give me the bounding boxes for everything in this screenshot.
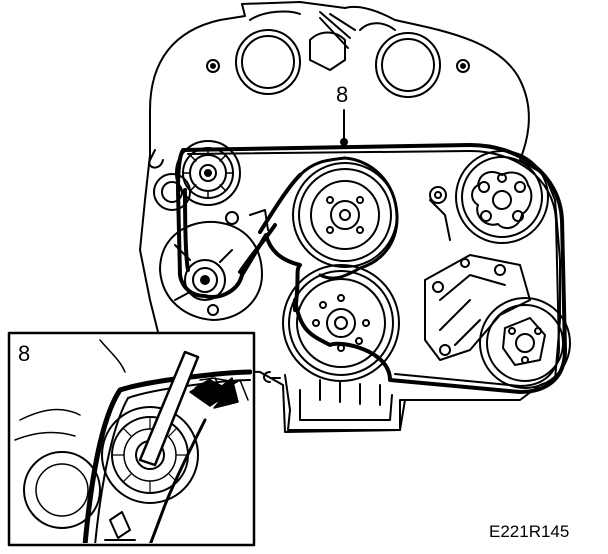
timing-cover-ports: [206, 29, 470, 98]
callout-number-inset: 8: [18, 341, 31, 366]
crankshaft-pulley: [282, 264, 400, 382]
water-pump-pulley: [292, 162, 398, 268]
callout-leader-main: [340, 109, 348, 146]
oil-pan: [263, 371, 421, 431]
callout-number-main: 8: [336, 82, 349, 107]
power-steering-pump-pulley: [455, 150, 549, 244]
ac-compressor-pulley: [479, 297, 571, 389]
figure-reference-code: E221R145: [489, 522, 570, 541]
detail-inset: [7, 331, 256, 547]
idler-small-left: [153, 173, 191, 211]
rotation-direction-arrow-icon: [189, 377, 239, 409]
alternator: [159, 211, 263, 321]
engine-mount-boss: [249, 186, 451, 241]
belt-tensioner-pulley: [175, 140, 241, 206]
